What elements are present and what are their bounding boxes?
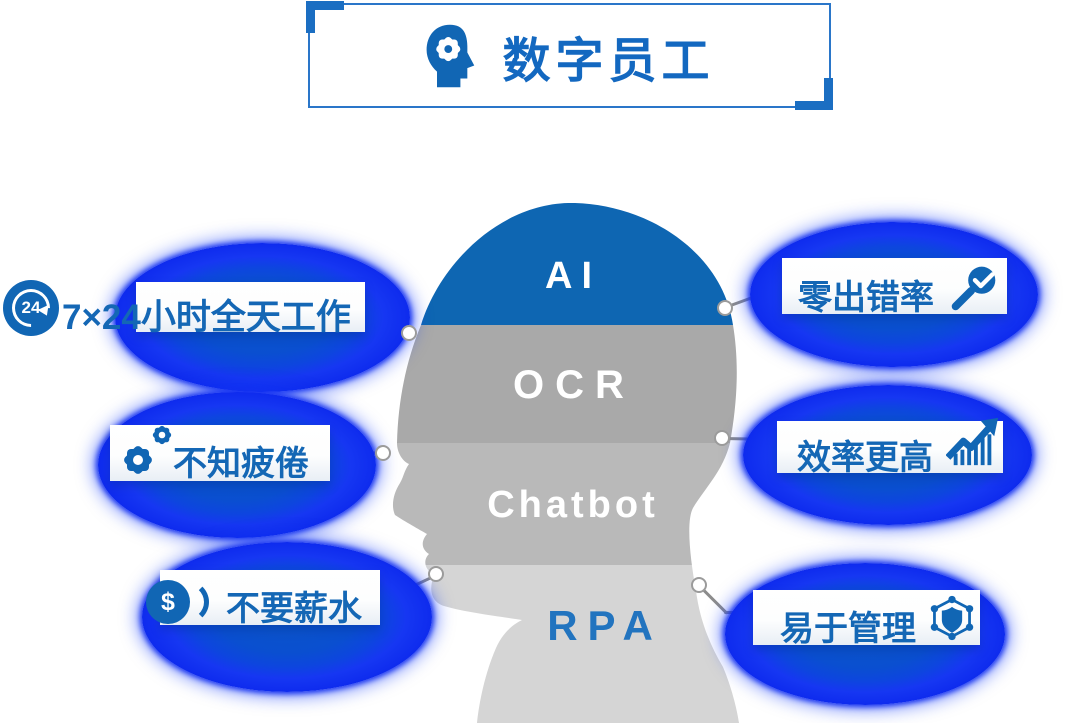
head-label-ai: AI bbox=[545, 255, 601, 297]
feature-label: 不要薪水 bbox=[226, 590, 362, 628]
icon-part bbox=[152, 425, 172, 445]
magnifier-check-icon bbox=[951, 266, 996, 311]
feature-label: 零出错率 bbox=[798, 279, 934, 317]
icon-part bbox=[953, 434, 992, 466]
gear-shape bbox=[436, 36, 461, 61]
connector-dot bbox=[717, 300, 733, 316]
head-gear-icon bbox=[427, 24, 475, 87]
icon-part bbox=[163, 580, 209, 624]
feature-label: 不知疲倦 bbox=[173, 445, 309, 483]
connector-dot bbox=[401, 325, 417, 341]
head-section-ocr bbox=[392, 325, 739, 443]
head-section-chatbot bbox=[392, 443, 739, 565]
icon-part bbox=[124, 446, 152, 474]
head-label-rpa: RPA bbox=[547, 602, 663, 649]
icon-part bbox=[972, 272, 995, 289]
connector-dot bbox=[691, 577, 707, 593]
corner-bracket-top-left bbox=[306, 1, 344, 33]
title-box: 数字员工 bbox=[306, 1, 833, 110]
connector-dot bbox=[375, 445, 391, 461]
icon-24-text: 24 bbox=[21, 298, 41, 317]
head-silhouette bbox=[392, 203, 739, 723]
network-shield-icon bbox=[930, 595, 974, 641]
feature-label: 7×24小时全天工作 bbox=[62, 298, 351, 337]
24-hour-clock-icon: 24 bbox=[3, 280, 59, 336]
corner-bracket-bottom-right bbox=[795, 78, 833, 110]
page-title: 数字员工 bbox=[502, 34, 715, 88]
icon-part bbox=[951, 287, 975, 311]
connector-dot bbox=[714, 430, 730, 446]
feature-label: 易于管理 bbox=[780, 610, 916, 648]
gears-icon bbox=[124, 425, 172, 474]
head-label-chatbot: Chatbot bbox=[487, 484, 659, 526]
icon-part bbox=[946, 426, 991, 460]
head-label-ocr: OCR bbox=[513, 363, 635, 407]
feature-card bbox=[136, 282, 365, 332]
feature-label: 效率更高 bbox=[797, 439, 933, 477]
icon-part bbox=[930, 595, 974, 641]
dollar-coin-icon: $ bbox=[146, 578, 212, 626]
growth-arrow-icon bbox=[946, 417, 999, 466]
icon-part bbox=[968, 266, 996, 294]
connector-dot bbox=[428, 566, 444, 582]
icon-part bbox=[980, 417, 999, 437]
icon-part bbox=[941, 606, 963, 633]
